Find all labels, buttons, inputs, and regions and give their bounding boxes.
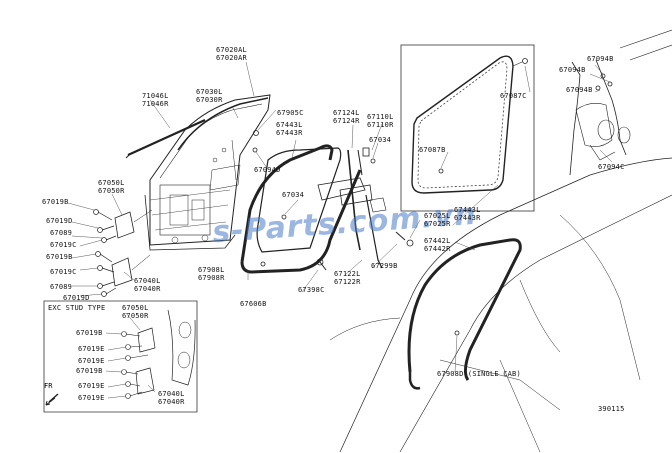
callout-67087b: 67087B xyxy=(419,146,446,154)
callout-67019b-d: 67019B xyxy=(76,367,103,375)
upper-hinge xyxy=(114,211,135,239)
lower-hinge xyxy=(111,257,133,287)
callout-67034-a: 67034 xyxy=(369,136,392,144)
weatherstrip-67442 xyxy=(407,238,522,381)
callout-67019e-a: 67019E xyxy=(78,345,105,353)
callout-67087c: 67087C xyxy=(500,92,527,100)
callout-67089-b: 67089 xyxy=(50,283,73,291)
hinge-bolts xyxy=(93,209,117,297)
callout-67094c: 67094C xyxy=(598,163,625,171)
clip-67087c xyxy=(522,58,528,64)
callout-67034-b: 67034 xyxy=(282,191,305,199)
clip-67442 xyxy=(454,330,460,336)
exc-stud-type-box xyxy=(43,300,198,413)
glass-run-67030 xyxy=(177,97,269,151)
clip-67087b xyxy=(438,168,444,174)
fr-label: FR xyxy=(44,382,53,390)
callout-67908d: 67908D (SINGLE CAB) xyxy=(437,370,521,378)
regulator-67110 xyxy=(339,184,373,206)
callout-67905c: 67905C xyxy=(277,109,304,117)
callout-67094b-b: 67094B xyxy=(559,66,586,74)
belt-moulding-71046 xyxy=(127,118,206,157)
callout-67019c-b: 67019C xyxy=(50,268,77,276)
exc-stud-type-title: EXC STUD TYPE xyxy=(48,304,106,312)
callout-67299b: 67299B xyxy=(371,262,398,270)
exc-upper-hinge xyxy=(137,327,156,353)
callout-67019e-d: 67019E xyxy=(78,394,105,402)
callout-67019e-c: 67019E xyxy=(78,382,105,390)
callout-67019b-a: 67019B xyxy=(42,198,69,206)
bolt-67398c xyxy=(316,258,324,266)
channel-67124 xyxy=(347,149,361,251)
door-glass xyxy=(256,147,342,253)
callout-67019d-b: 67019D xyxy=(63,294,90,302)
weatherstrip-67908 xyxy=(240,144,334,263)
inset-weatherstrip xyxy=(411,55,514,194)
leader-lines xyxy=(67,61,613,399)
callout-67019e-b: 67019E xyxy=(78,357,105,365)
callout-67094d: 67094D xyxy=(254,166,281,174)
callout-67398c: 67398C xyxy=(298,286,325,294)
callout-67094b-a: 67094B xyxy=(587,55,614,63)
callout-67019b-b: 67019B xyxy=(46,253,73,261)
callout-67019b-c: 67019B xyxy=(76,329,103,337)
callout-67089-a: 67089 xyxy=(50,229,73,237)
diagram-code: 390115 xyxy=(598,405,625,413)
weatherstrip-inset-box xyxy=(400,44,535,212)
channel-67122 xyxy=(365,194,383,269)
exc-lower-hinge xyxy=(135,367,155,395)
bolt-67299b xyxy=(406,239,414,247)
callout-67019d-a: 67019D xyxy=(46,217,73,225)
callout-67606b: 67606B xyxy=(240,300,267,308)
callout-67019c-a: 67019C xyxy=(50,241,77,249)
callout-67094b-c: 67094B xyxy=(566,86,593,94)
